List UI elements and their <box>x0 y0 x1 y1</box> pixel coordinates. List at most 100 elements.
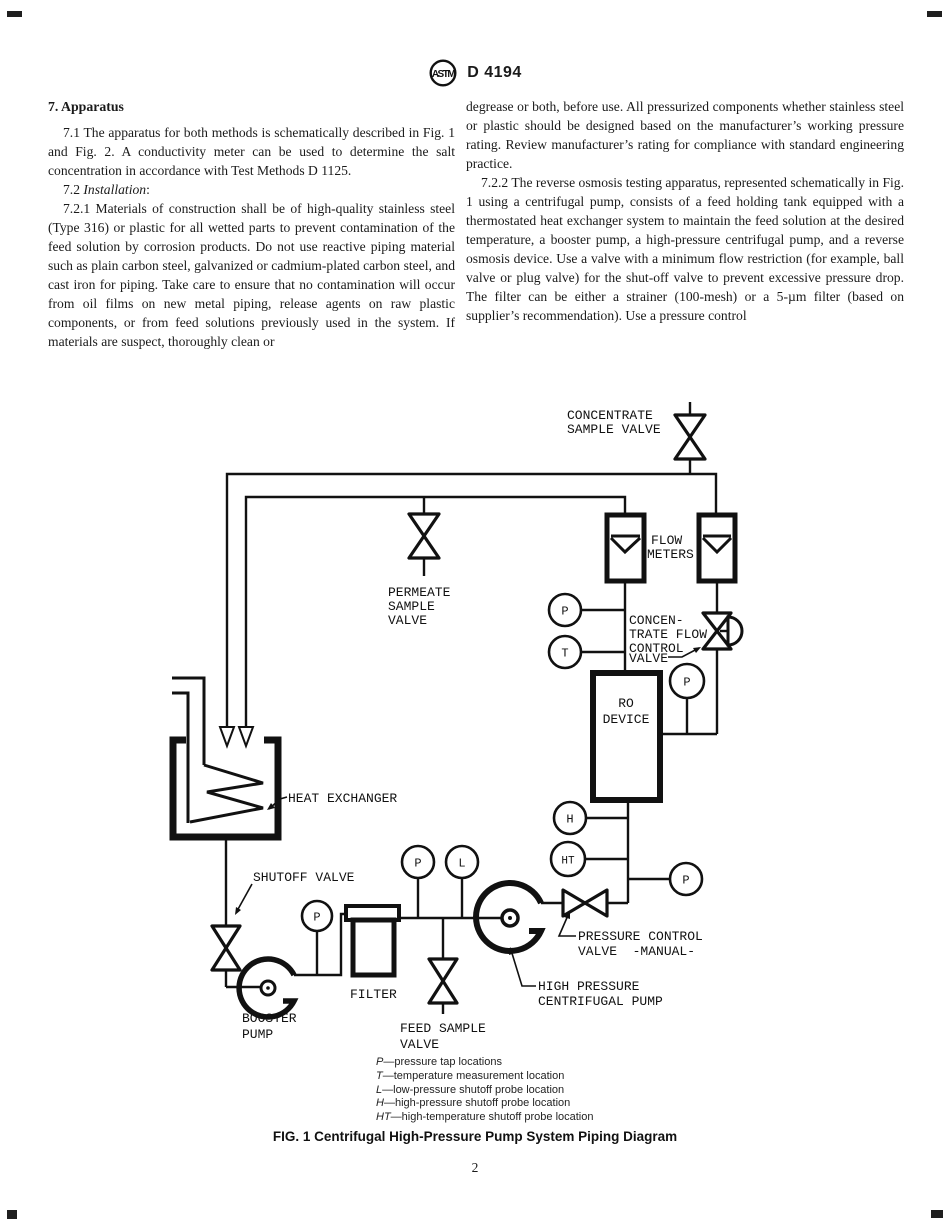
feed-sample-valve <box>427 918 459 1014</box>
pressure-control-valve-label: VALVE -MANUAL- <box>578 944 695 959</box>
pressure-control-valve <box>541 888 628 918</box>
concentrate-flow-control-valve-label: CONCEN- <box>629 613 684 628</box>
pressure-gauge: P <box>668 662 706 700</box>
flow-meters-label: FLOW <box>651 533 682 548</box>
concentrate-flow-control-valve-label: VALVE <box>629 651 668 666</box>
astm-logo-text: ASTM <box>432 69 456 80</box>
paragraph-7-2: 7.2 Installation: <box>48 180 455 199</box>
paragraph-7-2-1: 7.2.1 Materials of construction shall be… <box>48 201 455 349</box>
pressure-gauge: P <box>547 592 583 628</box>
legend-desc: —high-temperature shutoff probe location <box>390 1111 594 1124</box>
feed-sample-valve-label: FEED SAMPLE <box>400 1021 486 1036</box>
legend-item: HT—high-temperature shutoff probe locati… <box>376 1111 593 1125</box>
pressure-control-valve-label: PRESSURE CONTROL <box>578 929 703 944</box>
high-pressure-pump-label: HIGH PRESSURE <box>538 979 640 994</box>
page-header: ASTM D 4194 <box>0 58 950 88</box>
svg-text:P: P <box>561 605 568 619</box>
concentrate-flow-control-valve <box>701 581 744 734</box>
svg-text:T: T <box>561 647 568 661</box>
high-pressure-pump-label: CENTRIFUGAL PUMP <box>538 994 663 1009</box>
paragraph-7-1: 7.1 The apparatus for both methods is sc… <box>48 125 455 178</box>
svg-text:P: P <box>682 874 689 888</box>
pump-eye-dot <box>266 986 270 990</box>
body-text: 7. Apparatus 7.1 The apparatus for both … <box>48 97 904 351</box>
concentrate-sample-valve-label: CONCENTRATE <box>567 408 653 423</box>
legend-desc: —temperature measurement location <box>382 1069 565 1082</box>
pressure-gauge: P <box>300 899 334 933</box>
legend-item: H—high-pressure shutoff probe location <box>376 1097 593 1111</box>
feed-tank <box>169 736 282 841</box>
svg-text:RO: RO <box>618 696 634 711</box>
concentrate-return-pipe <box>218 472 718 749</box>
astm-logo-icon: ASTM <box>429 59 457 87</box>
booster-pump-label: PUMP <box>242 1027 273 1042</box>
legend-desc: —low-pressure shutoff probe location <box>382 1083 565 1096</box>
page-number: 2 <box>471 1160 479 1175</box>
scan-mark <box>7 1210 17 1219</box>
figure-legend: P—pressure tap locations T—temperature m… <box>376 1056 593 1125</box>
feed-sample-valve-label: VALVE <box>400 1037 439 1052</box>
permeate-sample-valve <box>407 497 441 576</box>
permeate-sample-valve-label: PERMEATE <box>388 585 451 600</box>
flow-arrow-icon <box>237 726 255 749</box>
svg-text:HT: HT <box>561 856 575 868</box>
right-column: degrease or both, before use. All pressu… <box>466 97 904 351</box>
flow-arrow-icon <box>218 726 236 749</box>
concentrate-sample-valve <box>673 402 707 474</box>
scan-mark <box>927 11 942 17</box>
legend-item: L—low-pressure shutoff probe location <box>376 1084 593 1098</box>
temperature-gauge: T <box>547 634 583 670</box>
shutoff-valve <box>210 840 242 987</box>
standard-designation: D 4194 <box>467 64 522 81</box>
piping-diagram: CONCENTRATE SAMPLE VALVE PERMEATE SAMPLE… <box>169 402 744 1052</box>
svg-text:DEVICE: DEVICE <box>603 712 650 727</box>
heat-exchanger-coil <box>172 676 264 824</box>
shutoff-valve-leader <box>235 883 253 915</box>
pressure-control-valve-leader <box>557 911 576 937</box>
svg-text:H: H <box>566 813 573 827</box>
clause-number: 7.2 <box>63 182 84 197</box>
legend-symbol: P <box>376 1056 384 1068</box>
high-pressure-pump-leader <box>509 947 536 987</box>
permeate-sample-valve-label: SAMPLE <box>388 599 435 614</box>
booster-pump <box>226 956 299 1020</box>
legend-item: T—temperature measurement location <box>376 1070 593 1084</box>
svg-text:P: P <box>683 676 690 690</box>
legend-symbol: L <box>376 1083 383 1096</box>
legend-desc: —pressure tap locations <box>383 1056 502 1068</box>
valve-actuator-icon <box>726 615 744 647</box>
svg-text:P: P <box>313 911 320 925</box>
ro-device: RO DEVICE <box>590 670 663 803</box>
section-heading: 7. Apparatus <box>48 99 124 114</box>
scan-mark <box>931 1210 943 1218</box>
left-column: 7. Apparatus 7.1 The apparatus for both … <box>48 97 455 351</box>
concentrate-flow-control-valve-label: CONTROL <box>629 641 684 656</box>
pump-eye-dot <box>508 916 512 920</box>
pressure-gauge: P <box>400 844 436 880</box>
filter <box>294 904 401 978</box>
scan-mark <box>7 11 22 17</box>
pressure-gauge: P <box>668 861 704 897</box>
legend-symbol: H <box>376 1097 384 1110</box>
concentrate-valve-leader <box>668 647 701 658</box>
permeate-return-pipe <box>237 495 627 749</box>
permeate-sample-valve-label: VALVE <box>388 613 427 628</box>
paragraph-7-2-2: 7.2.2 The reverse osmosis testing appara… <box>466 175 904 323</box>
legend-symbol: HT <box>376 1111 391 1124</box>
legend-symbol: T <box>376 1069 383 1082</box>
filter-label: FILTER <box>350 987 397 1002</box>
legend-desc: —high-pressure shutoff probe location <box>383 1097 571 1110</box>
high-temperature-probe: HT <box>549 840 587 878</box>
clause-term: Installation <box>83 182 147 197</box>
figure-caption: FIG. 1 Centrifugal High-Pressure Pump Sy… <box>272 1129 678 1144</box>
shutoff-valve-label: SHUTOFF VALVE <box>253 870 355 885</box>
heat-exchanger-label: HEAT EXCHANGER <box>288 791 397 806</box>
permeate-flow-meter <box>604 512 647 584</box>
clause-tail: : <box>146 182 150 197</box>
concentrate-flow-meter <box>696 512 738 584</box>
booster-pump-label: BOOSTER <box>242 1011 297 1026</box>
legend-item: P—pressure tap locations <box>376 1056 593 1070</box>
concentrate-sample-valve-label: SAMPLE VALVE <box>567 422 661 437</box>
svg-text:L: L <box>458 857 465 871</box>
